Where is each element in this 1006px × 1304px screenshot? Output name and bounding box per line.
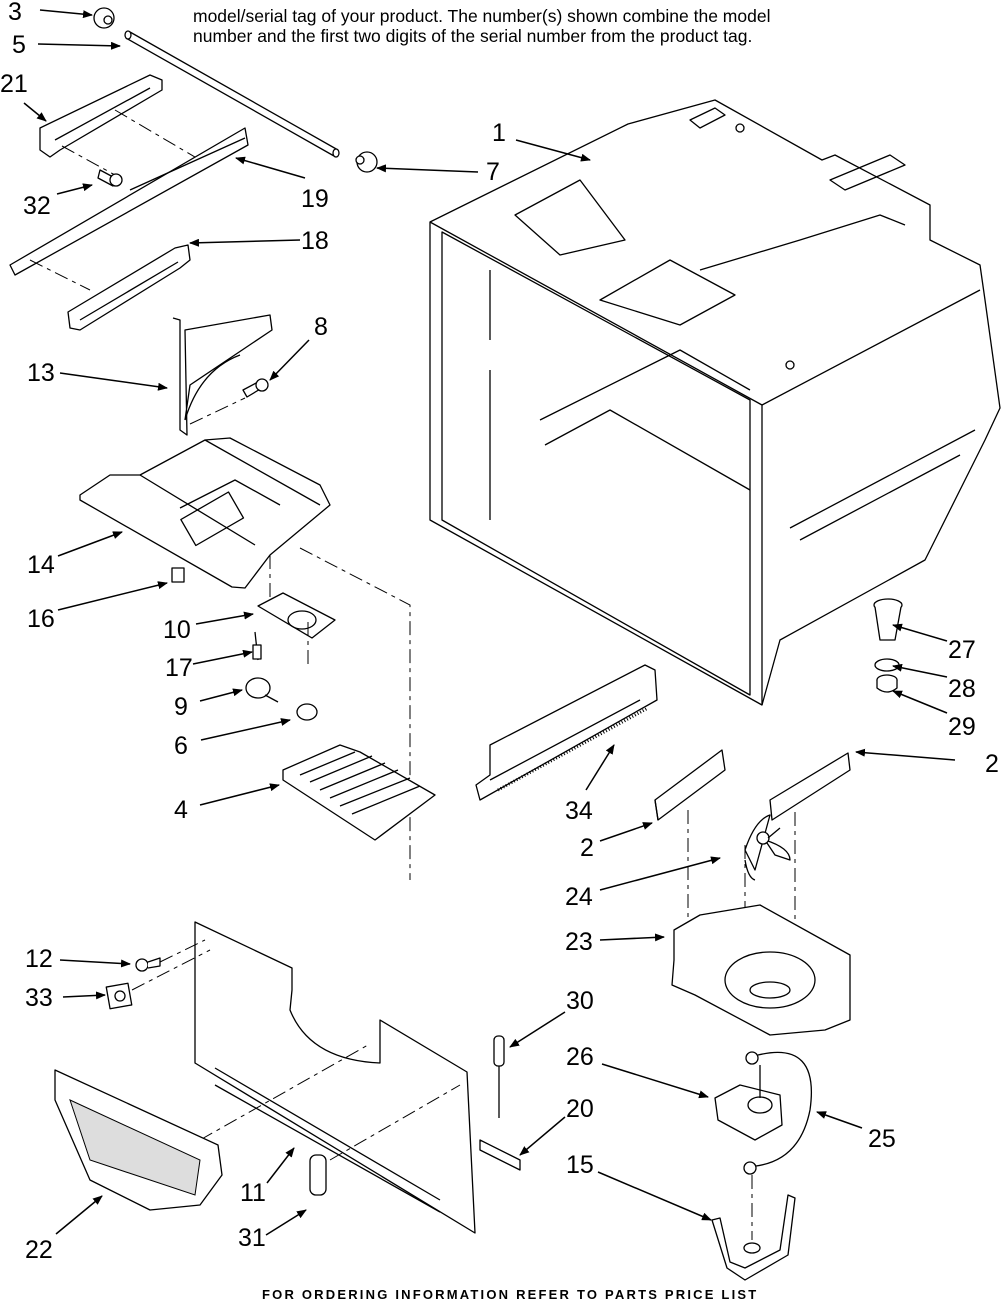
callout-4[interactable]: 4: [174, 796, 188, 824]
header-note-line-1: model/serial tag of your product. The nu…: [193, 6, 771, 26]
callout-18[interactable]: 18: [301, 227, 329, 255]
part-14-tray[interactable]: [79, 437, 331, 589]
part-10-light-housing[interactable]: [257, 592, 336, 639]
callout-7[interactable]: 7: [486, 158, 500, 186]
callout-17[interactable]: 17: [165, 654, 193, 682]
part-20-foam-strip[interactable]: [479, 1139, 521, 1171]
callout-22[interactable]: 22: [25, 1236, 53, 1264]
callout-31[interactable]: 31: [238, 1224, 266, 1252]
part-19-slide-rail[interactable]: [9, 127, 249, 276]
callout-24[interactable]: 24: [565, 883, 593, 911]
part-16-clip[interactable]: [171, 567, 185, 583]
part-13-mounting-bracket[interactable]: [172, 314, 273, 436]
part-27-drain-cup[interactable]: [873, 598, 903, 641]
part-25-grommet-wire[interactable]: [743, 1051, 812, 1175]
callout-32[interactable]: 32: [23, 192, 51, 220]
callout-23[interactable]: 23: [565, 928, 593, 956]
callout-6[interactable]: 6: [174, 732, 188, 760]
part-2-insulation-left[interactable]: [654, 749, 726, 821]
header-note-line-2: number and the first two digits of the s…: [193, 26, 753, 46]
part-34-vent-rail[interactable]: [475, 664, 658, 801]
part-30-thermistor[interactable]: [493, 1035, 505, 1118]
callout-8[interactable]: 8: [314, 313, 328, 341]
part-15-motor-bracket[interactable]: [711, 1194, 796, 1281]
callout-14[interactable]: 14: [27, 551, 55, 579]
callout-21[interactable]: 21: [0, 70, 28, 98]
callout-13[interactable]: 13: [27, 359, 55, 387]
part-24-fan-blade[interactable]: [744, 814, 791, 881]
callout-25[interactable]: 25: [868, 1125, 896, 1153]
callout-16[interactable]: 16: [27, 605, 55, 633]
part-11-back-panel[interactable]: [194, 921, 476, 1234]
part-7-gear[interactable]: [355, 151, 378, 173]
part-4-grille-tray[interactable]: [282, 744, 436, 841]
part-23-fan-shroud[interactable]: [671, 904, 851, 1036]
part-29-plug[interactable]: [876, 674, 898, 693]
part-9-light-bulb[interactable]: [245, 677, 279, 703]
callout-15[interactable]: 15: [566, 1151, 594, 1179]
callout-10[interactable]: 10: [163, 616, 191, 644]
leader-arrows: [23, 9, 956, 1236]
callout-34[interactable]: 34: [565, 797, 593, 825]
part-12-screw[interactable]: [135, 957, 161, 972]
part-18-rail-cover[interactable]: [67, 244, 191, 331]
part-32-screw[interactable]: [97, 169, 123, 187]
part-22-toe-grille[interactable]: [54, 1069, 223, 1211]
part-1-freezer-liner[interactable]: [429, 99, 1001, 706]
part-17-screw[interactable]: [252, 631, 262, 661]
part-2-insulation-right[interactable]: [769, 752, 851, 821]
callout-26[interactable]: 26: [566, 1043, 594, 1071]
callout-9[interactable]: 9: [174, 693, 188, 721]
part-21-slide-bracket[interactable]: [39, 74, 163, 158]
part-5-rod[interactable]: [124, 30, 340, 158]
callout-30[interactable]: 30: [566, 987, 594, 1015]
callout-3[interactable]: 3: [8, 0, 22, 26]
callout-20[interactable]: 20: [566, 1095, 594, 1123]
callout-5[interactable]: 5: [12, 31, 26, 59]
callout-12[interactable]: 12: [25, 945, 53, 973]
part-6-socket[interactable]: [296, 703, 318, 721]
part-33-mount-plate[interactable]: [105, 982, 133, 1010]
callout-28[interactable]: 28: [948, 675, 976, 703]
part-26-fan-motor[interactable]: [714, 1065, 783, 1141]
part-28-ring[interactable]: [874, 658, 900, 672]
callout-2-left[interactable]: 2: [580, 834, 594, 862]
part-3-gear[interactable]: [93, 7, 115, 29]
callout-27[interactable]: 27: [948, 636, 976, 664]
callout-19[interactable]: 19: [301, 185, 329, 213]
part-8-screw[interactable]: [242, 378, 269, 398]
ordering-info-footer: FOR ORDERING INFORMATION REFER TO PARTS …: [262, 1287, 759, 1302]
callout-1[interactable]: 1: [492, 119, 506, 147]
callout-11[interactable]: 11: [240, 1179, 266, 1207]
callout-29[interactable]: 29: [948, 713, 976, 741]
callout-33[interactable]: 33: [25, 984, 53, 1012]
part-31-retainer-clip[interactable]: [309, 1154, 327, 1196]
callout-2-right[interactable]: 2: [985, 750, 999, 778]
